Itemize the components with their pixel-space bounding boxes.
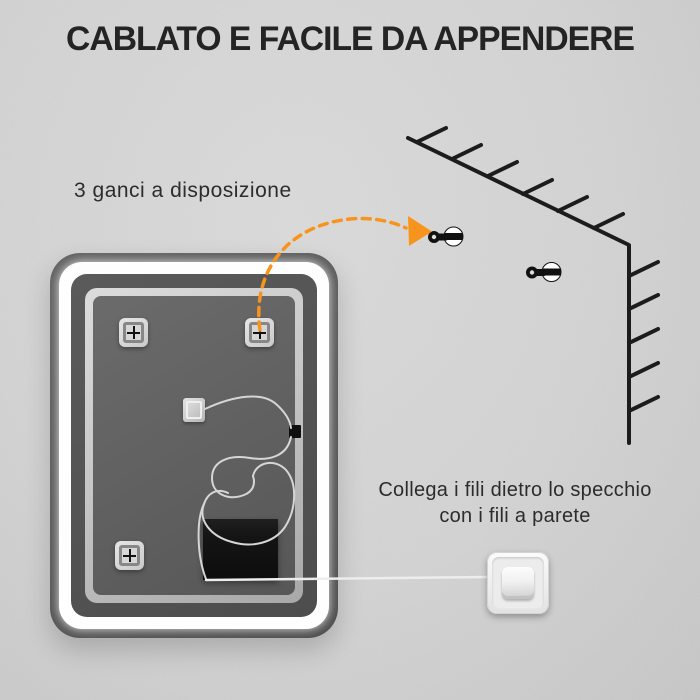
- wire-to-switch: [204, 575, 491, 582]
- wiring-instruction-label: Collega i fili dietro lo specchio con i …: [360, 477, 670, 529]
- switch-frame: [492, 557, 544, 609]
- switch-rocker: [502, 567, 534, 599]
- mirror-trim-band: [85, 288, 303, 603]
- hooks-count-label: 3 ganci a disposizione: [74, 179, 292, 202]
- orange-dashed-arrow: [257, 216, 432, 332]
- light-switch: [487, 552, 549, 614]
- wall-screw-icon-2: [526, 263, 563, 282]
- wall-corner-hatch-lines: [406, 126, 660, 445]
- wall-screw-icon-1: [428, 227, 465, 246]
- driver-box: [203, 519, 278, 580]
- mounting-hook-top-left: [119, 318, 148, 347]
- power-connector: [289, 425, 301, 438]
- mirror-led-band: [59, 262, 329, 629]
- junction-box: [183, 398, 205, 422]
- wiring-label-line2: con i fili a parete: [439, 505, 591, 527]
- mirror-inner-frame: [71, 274, 317, 617]
- arrowhead-icon: [408, 216, 432, 246]
- mounting-hook-bottom-left: [115, 541, 144, 570]
- mirror-back-illustration: [50, 253, 338, 638]
- wiring-label-line1: Collega i fili dietro lo specchio: [378, 479, 652, 501]
- mirror-back-panel: [93, 296, 301, 595]
- page-title: CABLATO E FACILE DA APPENDERE: [66, 20, 635, 58]
